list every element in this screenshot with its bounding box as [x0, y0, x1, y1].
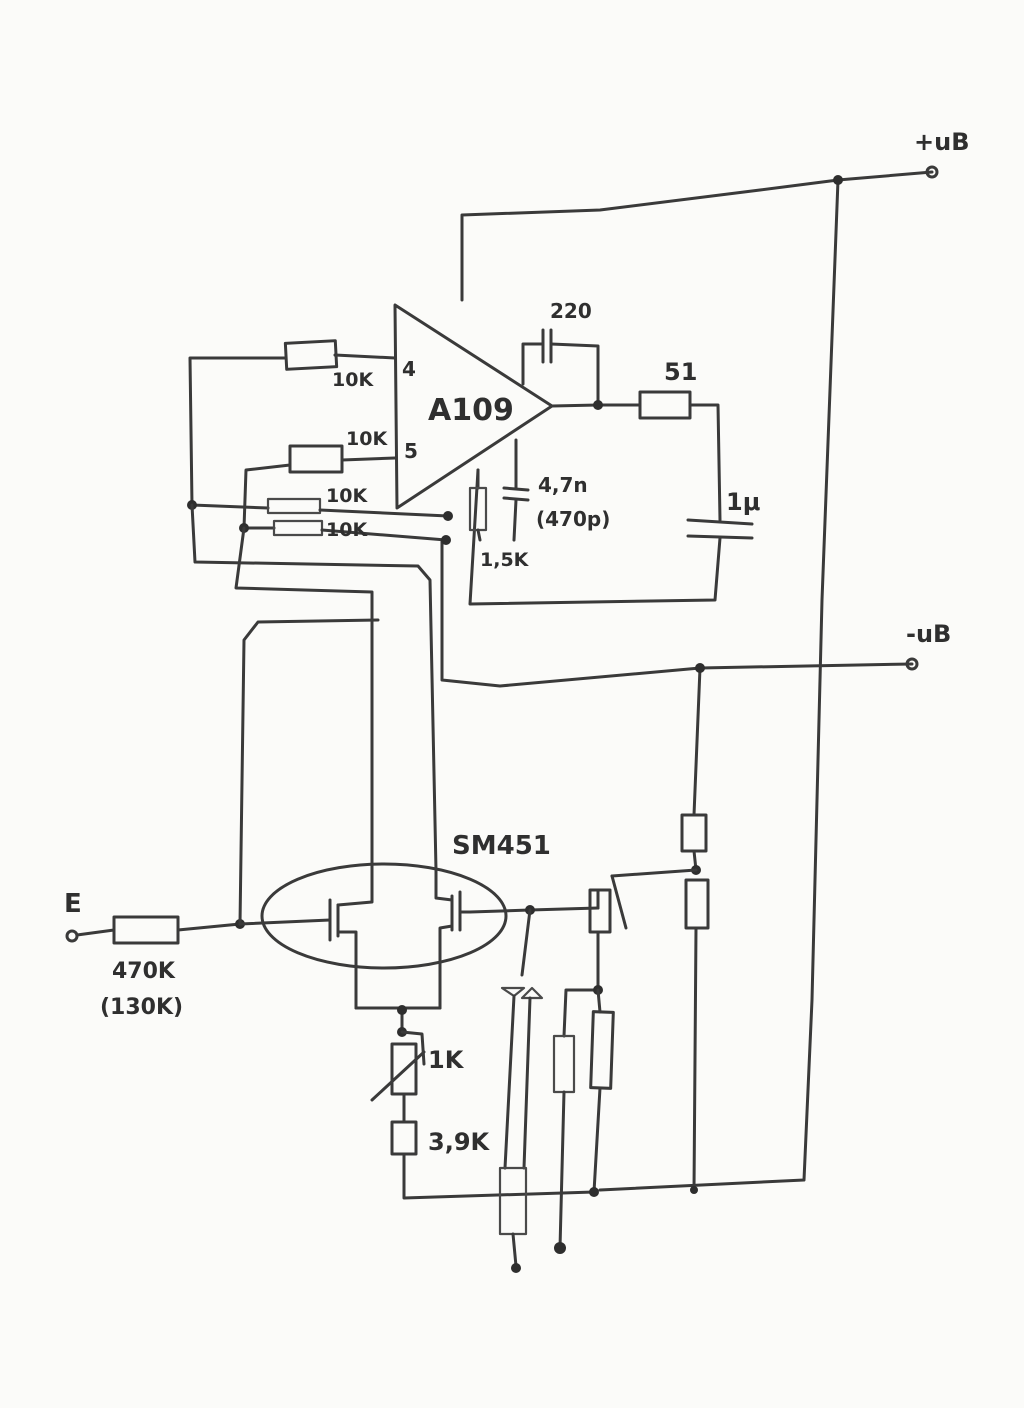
- resistor-10k-lower: 10K: [242, 519, 448, 542]
- r-10k-c-label: 10K: [326, 485, 368, 507]
- dual-fet-sm451: SM451: [238, 831, 551, 1010]
- resistor-10k-pin4: 10K: [188, 339, 397, 507]
- r-3-9k-label: 3,9K: [428, 1128, 491, 1156]
- transistor-label: SM451: [452, 831, 551, 861]
- input-terminal: E: [64, 889, 82, 943]
- c-1u-label: 1μ: [726, 488, 760, 516]
- c-470p-label: (470p): [536, 507, 610, 531]
- pin4-label: 4: [402, 357, 416, 381]
- plus-ub-label: +uB: [914, 128, 970, 156]
- r-1-5k-label: 1,5K: [480, 549, 530, 571]
- r-10k-d-label: 10K: [326, 519, 368, 541]
- diode-pair: [500, 908, 544, 1170]
- r-51-label: 51: [664, 358, 697, 386]
- resistor-51: 51: [638, 358, 722, 522]
- plus-ub-terminal: [925, 165, 939, 179]
- resistor-1-5k: 1,5K: [468, 468, 530, 571]
- resistor-lower-right: [589, 988, 615, 1197]
- minus-ub-rail: [440, 538, 919, 817]
- resistor-3-9k: 3,9K: [390, 1092, 596, 1200]
- plus-ub-rail: [460, 165, 939, 1192]
- minus-ub-label: -uB: [906, 620, 951, 648]
- pot-1k: 1K: [370, 1005, 465, 1102]
- resistor-10k-pin5: 10K: [242, 428, 397, 530]
- r-10k-b-label: 10K: [346, 428, 388, 450]
- capacitor-220: 220: [521, 299, 600, 407]
- minus-ub-terminal: [905, 657, 919, 671]
- pin5-label: 5: [404, 439, 418, 463]
- c-4-7n-label: 4,7n: [538, 473, 588, 497]
- resistor-divider: [610, 813, 710, 1194]
- capacitor-1u: 1μ: [468, 468, 760, 606]
- input-label: E: [64, 889, 82, 919]
- pin-connector-right: [552, 988, 600, 1254]
- opamp-a109: A109 4 5: [393, 303, 554, 510]
- r-470k-label: 470K: [112, 959, 176, 984]
- resistor-470k: 470K (130K): [75, 915, 242, 1020]
- resistor-10k-upper: 10K: [190, 485, 450, 518]
- c-220-label: 220: [550, 299, 592, 323]
- opamp-label: A109: [428, 393, 514, 428]
- pin-connector-left: [498, 1166, 528, 1273]
- r-130k-label: (130K): [100, 995, 183, 1020]
- r-10k-a-label: 10K: [332, 369, 374, 391]
- pot-1k-label: 1K: [428, 1046, 465, 1074]
- capacitor-4-7n: 4,7n (470p): [502, 438, 610, 542]
- trim-pot: [588, 874, 628, 995]
